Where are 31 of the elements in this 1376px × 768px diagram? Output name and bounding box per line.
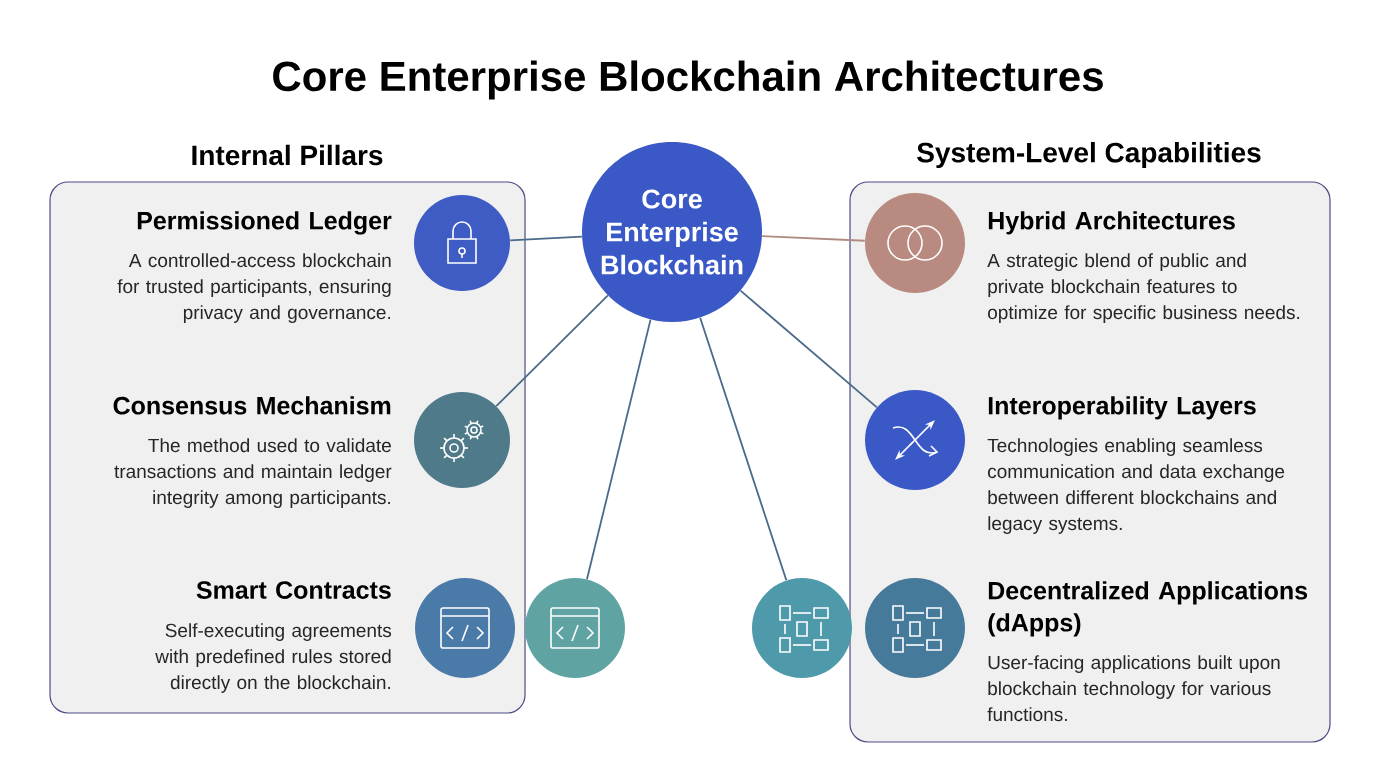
panel-heading: Internal Pillars	[192, 144, 383, 166]
connector-line	[739, 289, 878, 409]
connector-line	[586, 318, 652, 581]
icon-circle	[865, 390, 965, 490]
connector-line	[699, 316, 788, 582]
panel	[849, 181, 1331, 743]
connector-line	[761, 235, 866, 242]
item-heading: Hybrid Architectures	[988, 211, 1235, 235]
item-description: The method used to validate transactions and maintain ledger integrity among participants.	[114, 438, 392, 508]
item-heading: Permissioned Ledger	[137, 211, 392, 235]
icon-circle	[414, 392, 510, 488]
icon-circle	[865, 578, 965, 678]
panel	[49, 181, 526, 714]
item-description: Self-executing agreements with predefined rules stored directly on the blockchain.	[155, 623, 392, 693]
icon-circle	[865, 193, 965, 293]
panel-heading: System-Level Capabilities	[917, 141, 1261, 169]
item-heading: Smart Contracts	[196, 581, 391, 599]
item-description: A controlled-access blockchain for trusted participants, ensuring privacy and governance.	[117, 253, 391, 323]
icon-circle	[752, 578, 852, 678]
item-heading: Decentralized Applications (dApps)	[988, 581, 1308, 637]
item-description: User-facing applications built upon blockchain technology for various functions.	[987, 655, 1280, 722]
title: Core Enterprise Blockchain Architectures	[273, 60, 1103, 100]
item-heading: Consensus Mechanism	[113, 396, 391, 415]
item-heading: Interoperability Layers	[988, 396, 1256, 420]
connector-line	[509, 235, 583, 242]
icon-circle	[414, 195, 510, 291]
connector-line	[495, 294, 609, 407]
item-description: A strategic blend of public and private blockchain features to optimize for specific business needs.	[987, 253, 1300, 323]
item-description: Technologies enabling seamless communication and data exchange between different blockchains and legacy systems.	[987, 438, 1285, 534]
icon-circle	[415, 578, 515, 678]
icon-circle	[525, 578, 625, 678]
